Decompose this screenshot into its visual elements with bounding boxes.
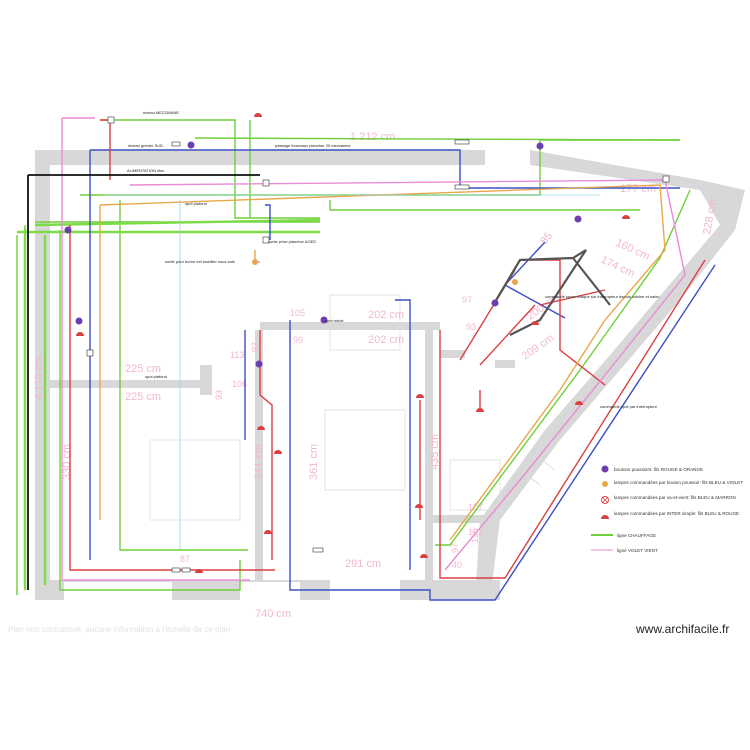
- label-spot-ch: spot plafond: [145, 374, 167, 379]
- dim-225b: 225 cm: [125, 391, 161, 403]
- legend-item: lampes commandées par INTER simple: fils…: [601, 511, 739, 519]
- legend: boutons poussoirs: fils ROUGE & ORANGE l…: [591, 465, 743, 553]
- dim-225a: 225 cm: [125, 363, 161, 375]
- dim-93: 93: [466, 322, 476, 332]
- legend-item: lampes commandées par va-et-vient: fils …: [601, 495, 736, 504]
- dim-202b: 202 cm: [368, 334, 404, 346]
- dim-87: 87: [180, 554, 190, 564]
- blue-lines: [89, 149, 716, 601]
- legend-label: lampes commandées par INTER simple: fils…: [614, 511, 739, 516]
- label-alimentation: ALIMENTATION élec: [127, 168, 164, 173]
- dim-113: 113: [230, 350, 244, 360]
- legend-label: ligne VOLET VIENT: [617, 548, 658, 553]
- dim-174: 174 cm: [599, 254, 637, 280]
- circuits: [16, 117, 716, 601]
- legend-label: boutons poussoirs: fils ROUGE & ORANGE: [614, 467, 703, 472]
- label-spot-bureau: spot plafond: [185, 201, 207, 206]
- dim-330: 330 cm: [61, 444, 73, 480]
- dim-85: 85: [538, 230, 555, 247]
- dim-top: 1 212 cm: [350, 131, 395, 143]
- dim-93b: 93: [214, 390, 224, 400]
- dim-40: 40: [452, 560, 462, 570]
- legend-item: boutons poussoirs: fils ROUGE & ORANGE: [601, 465, 703, 473]
- label-prise-salon: sortie prise plancher AGED: [268, 239, 316, 244]
- legend-label: ligne CHAUFFAGE: [617, 533, 656, 538]
- legend-label: lampes commandées par bouton poussoir: f…: [614, 480, 743, 485]
- dim-160: 160 cm: [614, 237, 652, 263]
- dim-291: 291 cm: [345, 558, 381, 570]
- supply-line: [27, 174, 260, 590]
- legend-label: lampes commandées par va-et-vient: fils …: [614, 495, 736, 500]
- fixtures: [64, 113, 670, 573]
- label-cable-bornier: sortie pour borne ext mobilier sous-sols: [165, 259, 235, 264]
- footer-note: Plan non contractuel, aucune information…: [8, 625, 230, 634]
- dim-left: 4 110 cm: [33, 356, 45, 400]
- dim-202a: 202 cm: [368, 309, 404, 321]
- label-prise-cuisine: commande spot par interrupteur: [600, 404, 658, 409]
- dim-99: 99: [293, 335, 303, 345]
- annotations: niveau MEZZANINE niveau grenier SUD ALIM…: [127, 110, 660, 409]
- legend-item: ligne VOLET VIENT: [591, 548, 658, 553]
- dim-97: 97: [462, 295, 472, 305]
- walls: [35, 150, 745, 602]
- dim-341: 341 cm: [253, 444, 265, 480]
- inner-walls: [50, 322, 515, 580]
- lamp-switch-icon: [601, 515, 609, 519]
- dim-93c: 93: [250, 342, 260, 352]
- pushbutton-icon: [64, 141, 582, 368]
- dim-209: 209 cm: [520, 332, 556, 363]
- orange-lines: [99, 184, 666, 541]
- legend-item: lampes commandées par bouton poussoir: f…: [602, 480, 743, 487]
- dim-107: 107: [468, 502, 483, 512]
- lamp-switch-icon: [76, 113, 630, 573]
- brand-link[interactable]: www.archifacile.fr: [635, 622, 729, 636]
- label-cuisine: commande spots chaque sur interrupteur d…: [545, 294, 660, 299]
- lamp-twoway-icon: [601, 496, 609, 504]
- furniture: [149, 294, 556, 521]
- dim-106: 106: [232, 379, 247, 389]
- heating-lines: [16, 119, 691, 595]
- dim-116: 116: [470, 529, 480, 543]
- dim-361: 361 cm: [308, 444, 320, 480]
- lamp-pushbutton-icon: [252, 259, 518, 285]
- dim-97b: 97: [450, 543, 460, 553]
- misc-lines: [105, 194, 600, 550]
- pushbutton-icon: [601, 465, 609, 473]
- dim-102: 102: [468, 527, 483, 537]
- label-prise-mezzanine: passage fourreaux plancher 20 mezzanine: [275, 143, 351, 148]
- dim-105: 105: [290, 308, 305, 318]
- dim-435: 435 cm: [429, 434, 441, 470]
- lamp-pushbutton-icon: [602, 481, 608, 487]
- label-mezzanine: niveau MEZZANINE: [143, 110, 179, 115]
- label-grenier: niveau grenier SUD: [128, 143, 163, 148]
- label-spot-sdb: spot miroir: [325, 318, 344, 323]
- shutter-lines: [61, 117, 686, 581]
- switch-boxes: [86, 116, 670, 573]
- dim-bottom: 740 cm: [255, 608, 291, 620]
- legend-item: ligne CHAUFFAGE: [591, 533, 656, 538]
